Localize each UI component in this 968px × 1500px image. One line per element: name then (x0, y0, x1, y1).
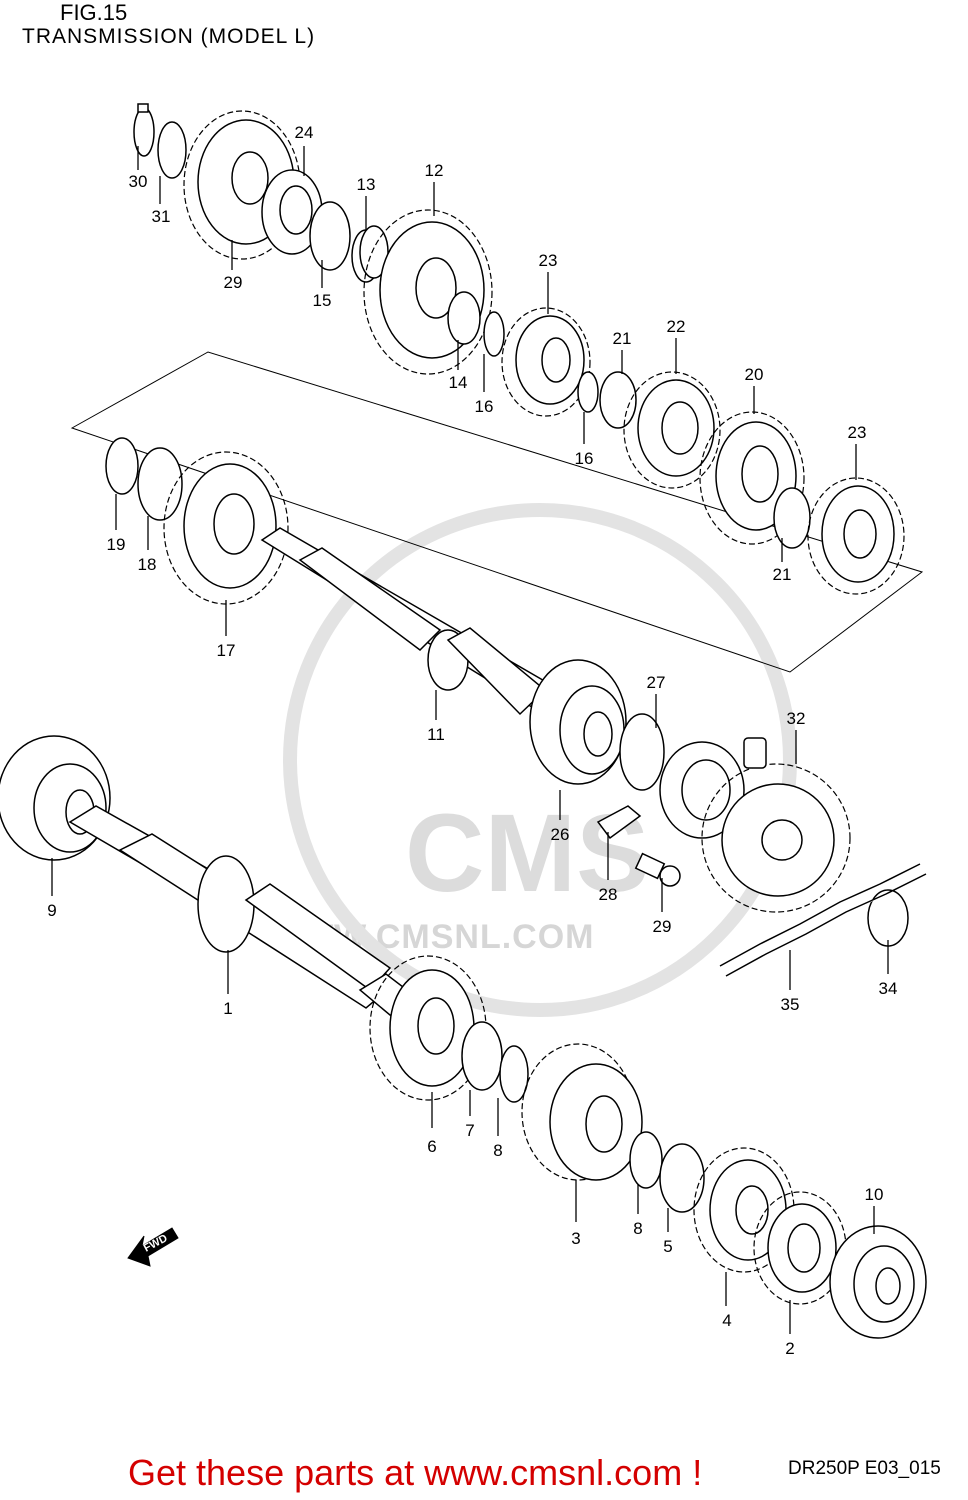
callout-8-a[interactable]: 8 (493, 1141, 502, 1160)
callout-22[interactable]: 22 (667, 317, 686, 336)
part-33-sprocket[interactable] (701, 737, 851, 913)
part-29-bolt[interactable] (634, 852, 681, 887)
leader-lines (51, 146, 889, 1334)
part-18-washer[interactable] (137, 447, 183, 521)
callout-35[interactable]: 35 (781, 995, 800, 1014)
part-23-gear[interactable] (807, 477, 905, 595)
callout-23[interactable]: 23 (848, 423, 867, 442)
figure-subtitle: TRANSMISSION (MODEL L) (22, 25, 316, 48)
callout-21-b[interactable]: 21 (773, 565, 792, 584)
part-3-gear[interactable] (521, 1043, 643, 1181)
part-15-washer[interactable] (309, 201, 351, 271)
part-5-washer[interactable] (659, 1143, 705, 1213)
callout-5[interactable]: 5 (663, 1237, 672, 1256)
part-19-circlip[interactable] (105, 437, 139, 495)
callout-13[interactable]: 13 (357, 175, 376, 194)
part-34-circlip[interactable] (867, 889, 909, 947)
part-8-circlip-a[interactable] (499, 1045, 529, 1103)
callout-26[interactable]: 26 (551, 825, 570, 844)
part-10-bearing[interactable] (829, 1225, 927, 1339)
callout-25[interactable]: 24 (295, 123, 314, 142)
callout-17[interactable]: 17 (217, 641, 236, 660)
watermark-ring (283, 503, 797, 1017)
part-31-circlip[interactable] (133, 103, 155, 157)
callout-10[interactable]: 10 (865, 1185, 884, 1204)
callout-15[interactable]: 15 (313, 291, 332, 310)
part-35-chain[interactable] (719, 863, 927, 977)
part-9-bearing[interactable] (0, 735, 111, 861)
watermark-logo: CMS (405, 792, 650, 915)
callout-3[interactable]: 3 (571, 1229, 580, 1248)
callout-labels: 30 31 29 24 15 13 12 14 16 23 16 21 22 2… (47, 123, 897, 1358)
callout-14[interactable]: 14 (449, 373, 468, 392)
callout-4[interactable]: 4 (722, 1311, 731, 1330)
callout-19[interactable]: 19 (107, 535, 126, 554)
callout-29[interactable]: 29 (653, 917, 672, 936)
part-8-circlip-b[interactable] (629, 1131, 663, 1189)
callout-16-a[interactable]: 16 (475, 397, 494, 416)
callout-31[interactable]: 30 (129, 172, 148, 191)
callout-7[interactable]: 7 (465, 1121, 474, 1140)
callout-21-a[interactable]: 21 (613, 329, 632, 348)
callout-2[interactable]: 2 (785, 1339, 794, 1358)
diagram-code: DR250P E03_015 (788, 1458, 941, 1479)
part-25-bearing[interactable] (261, 169, 323, 255)
callout-18[interactable]: 18 (138, 555, 157, 574)
part-27-seal[interactable] (619, 713, 665, 791)
part-22-gear[interactable] (623, 371, 721, 489)
callout-28[interactable]: 28 (599, 885, 618, 904)
part-6-gear[interactable] (369, 955, 487, 1101)
callout-16-b[interactable]: 16 (575, 449, 594, 468)
callout-24[interactable]: 23 (539, 251, 558, 270)
part-26-bearing[interactable] (529, 659, 627, 785)
callout-11[interactable]: 11 (427, 725, 445, 744)
callout-1[interactable]: 1 (223, 999, 232, 1018)
part-21-washer-a[interactable] (599, 371, 637, 429)
callout-6[interactable]: 6 (427, 1137, 436, 1156)
figure-title: FIG.15 (60, 0, 128, 25)
part-14-washer[interactable] (447, 291, 481, 345)
countershaft-group-outline (70, 351, 924, 673)
part-16-circlip-b[interactable] (577, 371, 599, 413)
part-7-washer[interactable] (461, 1021, 503, 1091)
callout-8-b[interactable]: 8 (633, 1219, 642, 1238)
callout-33[interactable]: 32 (787, 709, 806, 728)
part-17-gear[interactable] (163, 451, 289, 605)
part-16-circlip-a[interactable] (483, 311, 505, 357)
part-1-driveshaft[interactable] (68, 805, 422, 1021)
callout-27[interactable]: 27 (647, 673, 666, 692)
callout-34[interactable]: 34 (879, 979, 898, 998)
callout-30[interactable]: 29 (224, 273, 243, 292)
part-32-washer[interactable] (157, 121, 187, 179)
part-28-plate[interactable] (596, 741, 745, 840)
fwd-direction-arrow: FWD (127, 1227, 179, 1267)
callout-32[interactable]: 31 (152, 207, 171, 226)
callout-20[interactable]: 20 (745, 365, 764, 384)
callout-12[interactable]: 12 (425, 161, 444, 180)
part-24-gear[interactable] (501, 307, 591, 417)
footer-cta-link[interactable]: Get these parts at www.cmsnl.com ! (128, 1452, 703, 1493)
callout-9[interactable]: 9 (47, 901, 56, 920)
part-11-countershaft[interactable] (260, 527, 562, 716)
part-21-washer-b[interactable] (773, 487, 811, 549)
